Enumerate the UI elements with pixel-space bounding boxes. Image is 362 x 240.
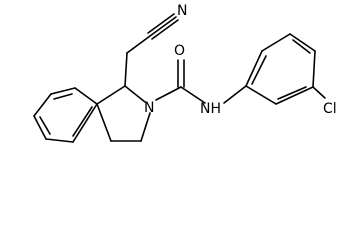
benzene-bond-3 [33, 93, 52, 117]
aryl-bond-2 [261, 33, 291, 52]
aryl-double-bond-3 [277, 86, 307, 100]
chlorophenyl-ring [223, 33, 326, 105]
carbonyl-oxygen-label: O [174, 43, 185, 59]
ring-bond-n2-c3 [140, 112, 151, 142]
nitrile-triple-bond-1 [149, 16, 177, 37]
bond-nh-aryl [223, 85, 247, 104]
aryl-bond-3 [289, 33, 316, 52]
bond-aryl-cl [312, 86, 326, 99]
aryl-bond-1 [245, 50, 263, 87]
amide-nh-label: NH [200, 101, 221, 117]
aryl-bond-6 [245, 85, 277, 105]
cyanomethyl-group [124, 13, 179, 87]
benzene-double-bond-2 [39, 116, 51, 135]
nitrile-nitrogen-label: N [177, 3, 187, 19]
benzene-bond-6 [72, 103, 98, 143]
benzene-bond-4 [33, 115, 47, 140]
aryl-double-bond-2 [292, 39, 311, 54]
chemical-structure-diagram: N N O NH [33, 3, 337, 143]
bond-ch2-cn [126, 35, 151, 54]
ring-bond-c8a-c1 [96, 85, 126, 105]
bond-c1-ch2 [124, 52, 128, 87]
ring-nitrogen-label: N [144, 100, 154, 116]
benzene-bond-2 [50, 87, 76, 95]
benzene-bond-5 [45, 138, 74, 143]
benzene-double-bond-3 [72, 106, 93, 137]
aryl-double-bond-1 [251, 55, 267, 85]
ring-bond-c4-c4a [96, 103, 112, 142]
ring-bond-c1-n2 [124, 85, 146, 103]
chlorine-label: Cl [323, 101, 337, 117]
fused-benzene-ring [33, 87, 98, 143]
aryl-bond-4 [312, 50, 316, 88]
carboxamide-group [155, 59, 206, 104]
saturated-ring [96, 85, 151, 142]
bond-carbonyl-nh [180, 86, 206, 104]
aryl-bond-5 [275, 86, 314, 105]
benzene-bond-1 [74, 87, 98, 105]
nitrile-triple-bond-2 [147, 13, 175, 34]
benzene-double-bond-1 [53, 93, 73, 100]
nitrile-triple-bond-3 [151, 19, 179, 40]
bond-n2-carbonyl [155, 86, 182, 101]
